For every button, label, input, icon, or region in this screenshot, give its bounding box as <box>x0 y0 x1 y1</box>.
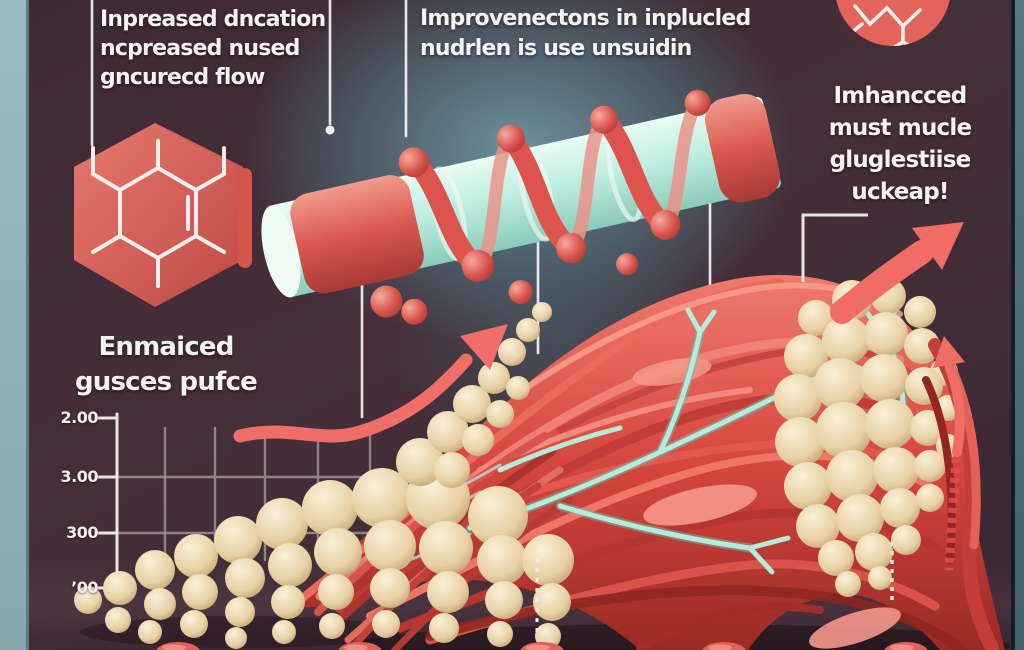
y-tick-0: 2.00 <box>60 408 99 427</box>
label-mid-left: Enmaiced gusces pufce <box>38 330 294 400</box>
label-line: Enmaiced <box>98 332 234 362</box>
left-edge-strip <box>0 0 29 650</box>
label-line: gluglestiise <box>829 147 972 173</box>
label-line: Improvenectons in inplucled <box>420 6 751 31</box>
vesicle-cluster-left <box>74 302 574 649</box>
label-line: Imhancced <box>833 83 968 109</box>
y-tick-2: 300 <box>66 523 98 542</box>
bottom-red-dots <box>156 642 928 650</box>
label-line: nudrlen is use unsuidin <box>420 36 692 61</box>
label-right: Imhancced must mucle gluglestiise uckeap… <box>798 80 1002 208</box>
dotted-leaders <box>535 542 894 632</box>
label-line: must mucle <box>828 115 972 141</box>
right-edge-strip <box>1011 0 1024 650</box>
small-up-arrow <box>933 336 965 571</box>
label-line: Inpreased dncation <box>100 7 326 32</box>
red-bar-fragment <box>238 168 252 268</box>
label-top-left: Inpreased dncation ncpreased nused gncur… <box>100 5 326 92</box>
y-tick-3: ’00 <box>71 578 98 597</box>
trend-ribbon-arrow <box>233 324 508 443</box>
label-line: gusces pufce <box>74 367 258 397</box>
label-line: ncpreased nused <box>100 36 300 61</box>
y-tick-1: 3.00 <box>60 467 99 486</box>
capillary-cylinder-illustration <box>261 89 781 325</box>
molecule-hexagon-icon <box>74 123 243 307</box>
label-line: uckeap! <box>851 179 949 205</box>
callout-bracket <box>801 213 868 282</box>
glucose-uptake-arrow <box>830 222 964 324</box>
label-line: gncurecd flow <box>100 65 265 90</box>
molecule-circle-icon <box>836 0 950 46</box>
label-top-center: Improvenectons in inplucled nudrlen is u… <box>420 4 751 64</box>
